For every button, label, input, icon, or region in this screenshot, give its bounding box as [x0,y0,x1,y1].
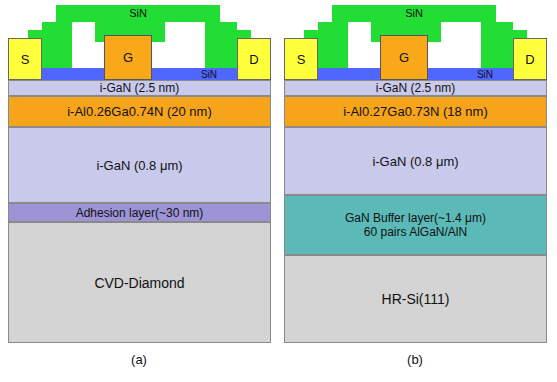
barrier-layer: i-Al0.26Ga0.74N (20 nm) [8,96,271,127]
layer-label: SiN [405,7,423,20]
substrate: CVD-Diamond [8,222,271,343]
gate-contact: G [104,35,152,80]
layer-label: i-GaN (0.8 μm) [372,154,458,169]
layer-label: G [123,50,133,65]
sin-passivation-part [237,30,251,38]
sin-passivation-part [513,30,527,38]
layer-label: i-GaN (2.5 nm) [376,81,455,95]
cap-layer: i-GaN (2.5 nm) [8,80,271,96]
sin-passivation-part [205,22,237,68]
sin-passivation-part [56,5,220,22]
sin-passivation-part [332,5,496,22]
layer-label: S [297,52,306,67]
layer-label: HR-Si(111) [382,291,450,307]
layer-label: i-Al0.27Ga0.73N (18 nm) [343,104,488,119]
channel-layer: i-GaN (0.8 μm) [8,127,271,203]
sin-passivation-part [318,22,348,68]
layer-label: i-GaN (2.5 nm) [100,81,179,95]
sin-passivation-part [28,30,42,38]
sin-passivation-part [481,22,513,68]
sin-passivation-part [304,30,318,38]
layer-label: G [399,50,409,65]
barrier-layer: i-Al0.27Ga0.73N (18 nm) [284,96,547,127]
layer-label: Adhesion layer(~30 nm) [76,206,204,220]
drain-contact: D [237,38,271,80]
adhesion-layer: Adhesion layer(~30 nm) [8,203,271,222]
buffer-layer: GaN Buffer layer(~1.4 μm)60 pairs AlGaN/… [284,195,547,255]
source-contact: S [284,38,318,80]
layer-label: i-GaN (0.8 μm) [96,158,182,173]
layer-label: D [249,52,258,67]
layer-label: CVD-Diamond [94,275,184,291]
layer-label: 60 pairs AlGaN/AlN [364,225,467,239]
panel-label: (a) [131,352,147,367]
layer-label: SiN [129,7,147,20]
substrate: HR-Si(111) [284,255,547,343]
layer-label: i-Al0.26Ga0.74N (20 nm) [67,104,212,119]
panel-label: (b) [407,352,423,367]
drain-contact: D [513,38,547,80]
layer-label: GaN Buffer layer(~1.4 μm) [345,211,486,225]
gate-contact: G [380,35,428,80]
layer-label: D [525,52,534,67]
sin-passivation-part [42,22,72,68]
layer-label: S [21,52,30,67]
source-contact: S [8,38,42,80]
cap-layer: i-GaN (2.5 nm) [284,80,547,96]
sin-passivation: SiN [56,5,220,22]
channel-layer: i-GaN (0.8 μm) [284,127,547,195]
sin-passivation: SiN [332,5,496,22]
